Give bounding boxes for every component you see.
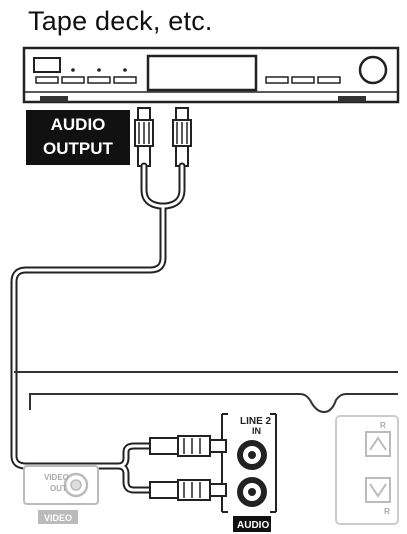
audio-output-line2: OUTPUT — [43, 139, 113, 158]
video-tag: VIDEO — [44, 513, 72, 523]
receiver-rear-panel: VIDEO OUT VIDEO LINE 2 IN AUDIO R R — [14, 371, 399, 532]
antenna-label-1: R — [380, 421, 386, 430]
audio-output-line1: AUDIO — [50, 115, 106, 134]
rca-plugs-top — [134, 107, 192, 167]
line-in-label-2: IN — [252, 426, 261, 436]
tape-deck-device — [22, 46, 400, 104]
audio-output-label: AUDIO OUTPUT — [26, 110, 130, 165]
line-in-label-1: LINE 2 — [240, 416, 272, 427]
video-out-label-1: VIDEO — [44, 473, 69, 482]
antenna-label-2: R — [384, 507, 390, 516]
rca-plugs-bottom — [149, 435, 227, 501]
video-out-label-2: OUT — [50, 484, 67, 493]
diagram-caption: Tape deck, etc. — [28, 6, 213, 36]
audio-tag: AUDIO — [237, 520, 269, 531]
